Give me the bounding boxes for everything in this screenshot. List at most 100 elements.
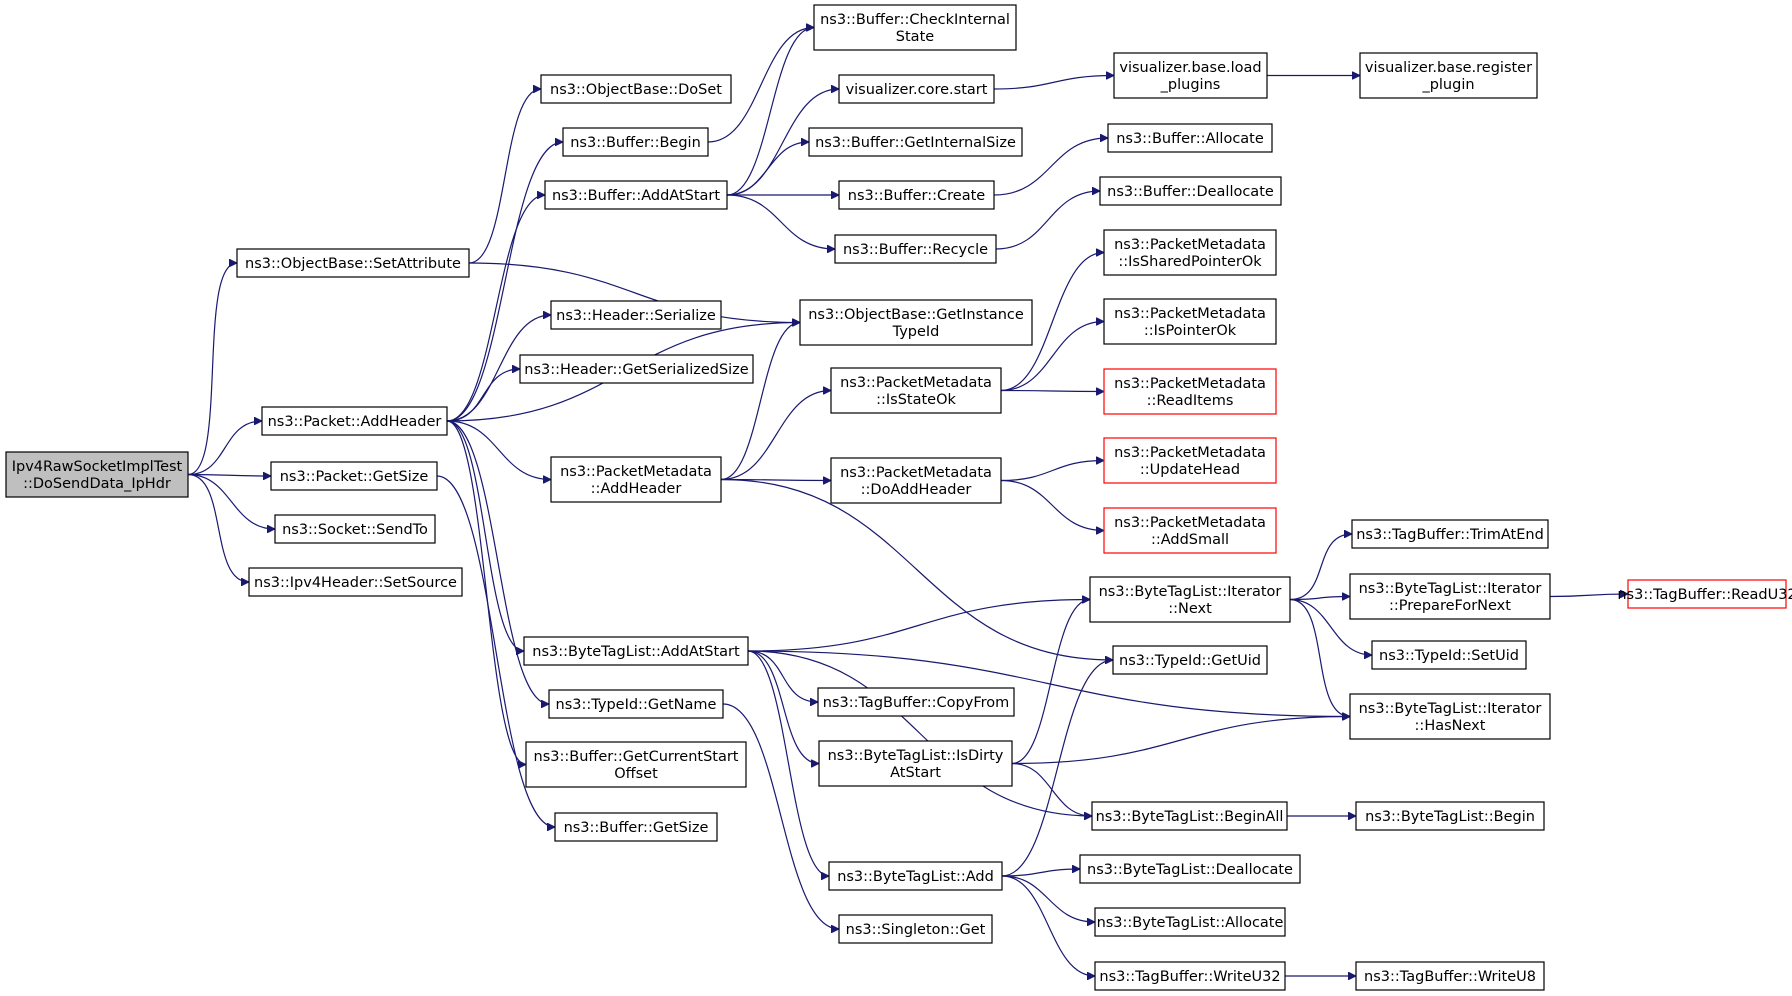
node-box-singleton-get[interactable]: [838, 914, 993, 944]
node-packet-getsize[interactable]: ns3::Packet::GetSize: [270, 461, 438, 491]
node-box-objectbase-doset[interactable]: [540, 74, 732, 104]
node-socket-sendto[interactable]: ns3::Socket::SendTo: [274, 514, 436, 544]
node-box-packetmetadata-ispointerok[interactable]: [1103, 298, 1277, 345]
node-box-typeid-getname[interactable]: [548, 689, 724, 719]
node-packetmetadata-ispointerok[interactable]: ns3::PacketMetadata::IsPointerOk: [1103, 298, 1277, 345]
node-packetmetadata-isstateok[interactable]: ns3::PacketMetadata::IsStateOk: [830, 367, 1002, 414]
node-box-packetmetadata-doaddheader[interactable]: [830, 457, 1002, 504]
node-box-packetmetadata-issharedpointerok[interactable]: [1103, 229, 1277, 276]
node-box-packetmetadata-readitems[interactable]: [1103, 368, 1277, 415]
node-typeid-getuid[interactable]: ns3::TypeId::GetUid: [1112, 645, 1268, 675]
node-box-bytetaglist-isdirtyatstart[interactable]: [818, 740, 1013, 787]
node-box-buffer-checkinternalstate[interactable]: [813, 4, 1017, 51]
node-box-tagbuffer-writeu8[interactable]: [1355, 961, 1545, 991]
node-header-getserializedsize[interactable]: ns3::Header::GetSerializedSize: [519, 354, 754, 384]
node-box-buffer-begin[interactable]: [562, 127, 709, 157]
node-bytetaglist-begin[interactable]: ns3::ByteTagList::Begin: [1355, 801, 1545, 831]
node-header-serialize[interactable]: ns3::Header::Serialize: [550, 300, 722, 330]
node-root[interactable]: Ipv4RawSocketImplTest::DoSendData_IpHdr: [5, 451, 189, 498]
node-box-bytetaglist-iterator-hasnext[interactable]: [1349, 693, 1551, 740]
node-tagbuffer-writeu8[interactable]: ns3::TagBuffer::WriteU8: [1355, 961, 1545, 991]
node-packet-addheader[interactable]: ns3::Packet::AddHeader: [261, 406, 448, 436]
node-box-ipv4header-setsource[interactable]: [248, 567, 463, 597]
node-bytetaglist-allocate[interactable]: ns3::ByteTagList::Allocate: [1094, 907, 1286, 937]
node-box-tagbuffer-writeu32[interactable]: [1094, 961, 1286, 991]
node-box-buffer-deallocate[interactable]: [1099, 176, 1282, 206]
node-packetmetadata-updatehead[interactable]: ns3::PacketMetadata::UpdateHead: [1103, 437, 1277, 484]
node-box-packetmetadata-isstateok[interactable]: [830, 367, 1002, 414]
node-box-socket-sendto[interactable]: [274, 514, 436, 544]
node-box-bytetaglist-addatstart[interactable]: [523, 636, 749, 666]
node-box-bytetaglist-begin[interactable]: [1355, 801, 1545, 831]
node-bytetaglist-iterator-hasnext[interactable]: ns3::ByteTagList::Iterator::HasNext: [1349, 693, 1551, 740]
node-bytetaglist-beginall[interactable]: ns3::ByteTagList::BeginAll: [1091, 801, 1288, 831]
node-buffer-getsize[interactable]: ns3::Buffer::GetSize: [554, 812, 718, 842]
node-box-visualizer-core-start[interactable]: [838, 74, 995, 104]
node-box-typeid-setuid[interactable]: [1371, 640, 1527, 670]
node-box-bytetaglist-allocate[interactable]: [1094, 907, 1286, 937]
node-box-packetmetadata-addheader[interactable]: [550, 456, 722, 503]
node-box-buffer-getcurrentstartoffset[interactable]: [525, 741, 747, 788]
node-box-buffer-recycle[interactable]: [834, 234, 997, 264]
node-box-buffer-getsize[interactable]: [554, 812, 718, 842]
node-ipv4header-setsource[interactable]: ns3::Ipv4Header::SetSource: [248, 567, 463, 597]
node-buffer-begin[interactable]: ns3::Buffer::Begin: [562, 127, 709, 157]
node-box-bytetaglist-iterator-next[interactable]: [1089, 576, 1291, 623]
node-box-buffer-addatstart[interactable]: [544, 180, 728, 210]
node-box-tagbuffer-trimatend[interactable]: [1351, 519, 1549, 549]
node-tagbuffer-writeu32[interactable]: ns3::TagBuffer::WriteU32: [1094, 961, 1286, 991]
node-singleton-get[interactable]: ns3::Singleton::Get: [838, 914, 993, 944]
node-packetmetadata-doaddheader[interactable]: ns3::PacketMetadata::DoAddHeader: [830, 457, 1002, 504]
node-bytetaglist-addatstart[interactable]: ns3::ByteTagList::AddAtStart: [523, 636, 749, 666]
node-box-bytetaglist-add[interactable]: [828, 861, 1003, 891]
node-tagbuffer-copyfrom[interactable]: ns3::TagBuffer::CopyFrom: [817, 687, 1015, 717]
node-typeid-getname[interactable]: ns3::TypeId::GetName: [548, 689, 724, 719]
node-box-buffer-getinternalsize[interactable]: [808, 127, 1023, 157]
node-visualizer-base-load-plugins[interactable]: visualizer.base.load_plugins: [1113, 52, 1268, 99]
node-packetmetadata-issharedpointerok[interactable]: ns3::PacketMetadata::IsSharedPointerOk: [1103, 229, 1277, 276]
node-box-tagbuffer-copyfrom[interactable]: [817, 687, 1015, 717]
node-tagbuffer-trimatend[interactable]: ns3::TagBuffer::TrimAtEnd: [1351, 519, 1549, 549]
node-box-packetmetadata-addsmall[interactable]: [1103, 507, 1277, 554]
node-box-visualizer-base-register-plugin[interactable]: [1359, 52, 1538, 99]
node-box-tagbuffer-readu32[interactable]: [1627, 579, 1787, 609]
node-packetmetadata-addsmall[interactable]: ns3::PacketMetadata::AddSmall: [1103, 507, 1277, 554]
node-typeid-setuid[interactable]: ns3::TypeId::SetUid: [1371, 640, 1527, 670]
node-bytetaglist-iterator-next[interactable]: ns3::ByteTagList::Iterator::Next: [1089, 576, 1291, 623]
node-visualizer-base-register-plugin[interactable]: visualizer.base.register_plugin: [1359, 52, 1538, 99]
node-box-packet-getsize[interactable]: [270, 461, 438, 491]
node-buffer-deallocate[interactable]: ns3::Buffer::Deallocate: [1099, 176, 1282, 206]
node-box-objectbase-setattribute[interactable]: [236, 248, 470, 278]
node-bytetaglist-iterator-prepareforNext[interactable]: ns3::ByteTagList::Iterator::PrepareForNe…: [1349, 573, 1551, 620]
node-bytetaglist-add[interactable]: ns3::ByteTagList::Add: [828, 861, 1003, 891]
node-box-typeid-getuid[interactable]: [1112, 645, 1268, 675]
node-buffer-create[interactable]: ns3::Buffer::Create: [838, 180, 995, 210]
node-visualizer-core-start[interactable]: visualizer.core.start: [838, 74, 995, 104]
node-packetmetadata-addheader[interactable]: ns3::PacketMetadata::AddHeader: [550, 456, 722, 503]
node-box-bytetaglist-deallocate[interactable]: [1079, 854, 1301, 884]
node-box-buffer-create[interactable]: [838, 180, 995, 210]
node-box-visualizer-base-load-plugins[interactable]: [1113, 52, 1268, 99]
node-bytetaglist-deallocate[interactable]: ns3::ByteTagList::Deallocate: [1079, 854, 1301, 884]
node-objectbase-doset[interactable]: ns3::ObjectBase::DoSet: [540, 74, 732, 104]
node-box-bytetaglist-beginall[interactable]: [1091, 801, 1288, 831]
node-buffer-allocate[interactable]: ns3::Buffer::Allocate: [1107, 123, 1273, 153]
node-box-packetmetadata-updatehead[interactable]: [1103, 437, 1277, 484]
node-objectbase-setattribute[interactable]: ns3::ObjectBase::SetAttribute: [236, 248, 470, 278]
node-buffer-getinternalsize[interactable]: ns3::Buffer::GetInternalSize: [808, 127, 1023, 157]
node-box-buffer-allocate[interactable]: [1107, 123, 1273, 153]
node-box-root[interactable]: [5, 451, 189, 498]
node-box-bytetaglist-iterator-prepareforNext[interactable]: [1349, 573, 1551, 620]
node-buffer-recycle[interactable]: ns3::Buffer::Recycle: [834, 234, 997, 264]
node-box-objectbase-getinstancetypeid[interactable]: [799, 299, 1033, 346]
node-box-header-getserializedsize[interactable]: [519, 354, 754, 384]
node-tagbuffer-readu32[interactable]: ns3::TagBuffer::ReadU32: [1617, 579, 1792, 609]
node-box-packet-addheader[interactable]: [261, 406, 448, 436]
node-packetmetadata-readitems[interactable]: ns3::PacketMetadata::ReadItems: [1103, 368, 1277, 415]
node-buffer-addatstart[interactable]: ns3::Buffer::AddAtStart: [544, 180, 728, 210]
node-box-header-serialize[interactable]: [550, 300, 722, 330]
